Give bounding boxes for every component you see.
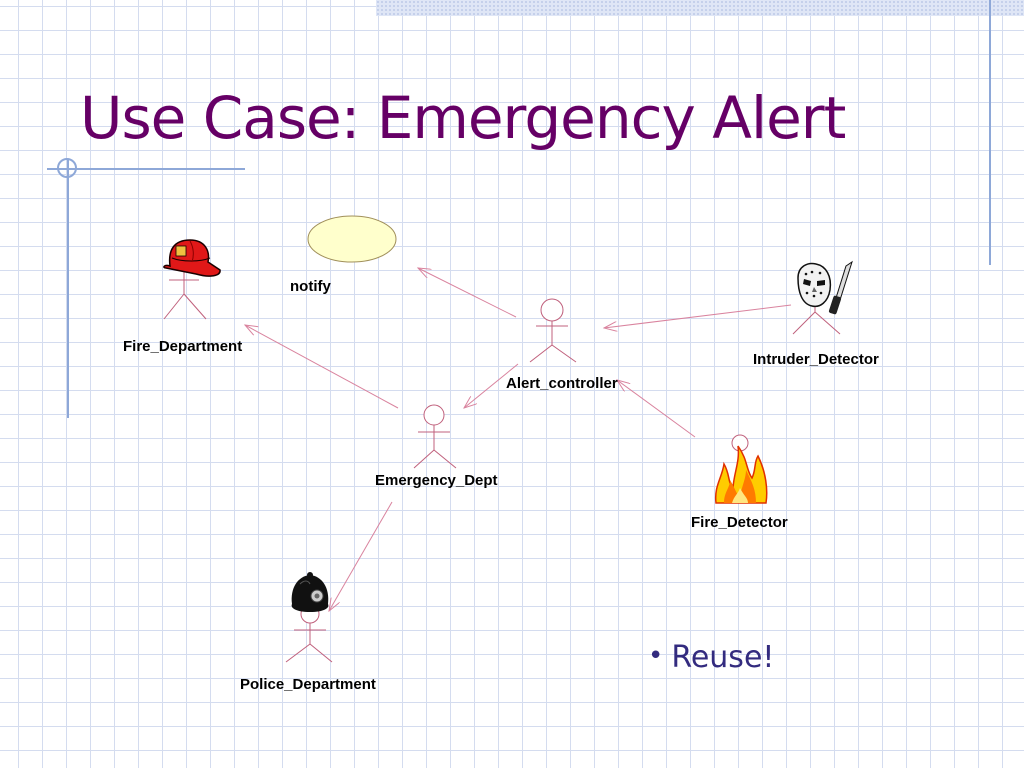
flame-icon (714, 445, 768, 504)
arrow-alert-to-notify (418, 268, 517, 318)
bullet-item: Reuse! (648, 640, 774, 675)
slide-title: Use Case: Emergency Alert (80, 84, 846, 152)
decorative-circle (57, 158, 77, 178)
emergency-dept-label: Emergency_Dept (375, 472, 498, 489)
police-department-label: Police_Department (240, 676, 376, 693)
bullet-list: Reuse! (648, 640, 774, 675)
police-helmet-icon (291, 572, 329, 612)
actor-alert-controller[interactable] (529, 298, 577, 363)
fire-detector-label: Fire_Detector (691, 514, 788, 531)
arrow-emergency-to-firedept (245, 325, 399, 409)
decorative-vertical-line-left (67, 160, 69, 418)
hockey-mask-knife-icon (797, 260, 853, 315)
actor-police-department[interactable] (285, 604, 333, 663)
arrow-alert-to-emergency (464, 363, 519, 408)
arrow-emergency-to-police (329, 501, 393, 611)
fire-helmet-icon (163, 239, 221, 277)
decorative-horizontal-line (47, 168, 245, 170)
use-case-notify-label: notify (290, 278, 331, 295)
decorative-vertical-line-right (989, 0, 991, 265)
arrow-firedetector-to-alert (617, 380, 696, 438)
top-decorative-band (376, 0, 1024, 16)
alert-controller-label: Alert_controller (506, 375, 618, 392)
arrow-intruder-to-alert (604, 304, 792, 328)
fire-department-label: Fire_Department (123, 338, 243, 355)
use-case-notify-ellipse[interactable] (307, 215, 397, 263)
intruder-detector-label: Intruder_Detector (753, 351, 879, 368)
actor-emergency-dept[interactable] (413, 404, 457, 469)
